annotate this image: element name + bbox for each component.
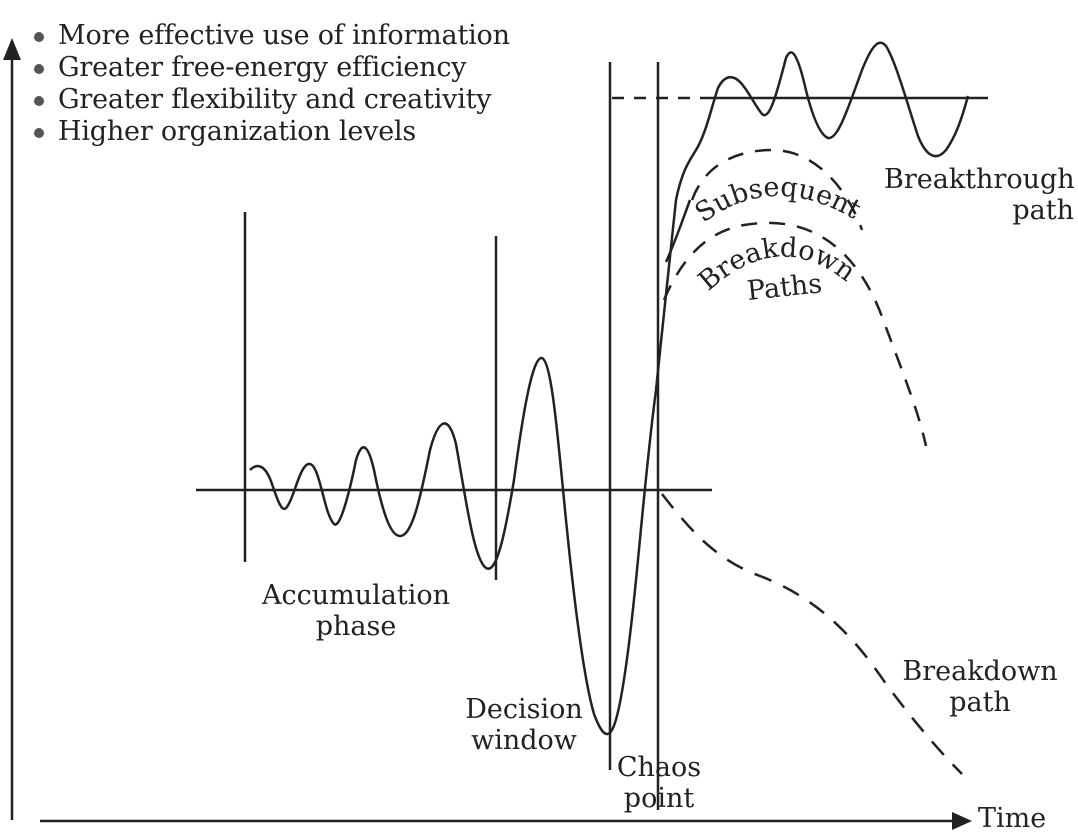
y-axis-arrowhead — [3, 38, 21, 60]
subsequent-breakdown-path-upper — [690, 148, 864, 231]
x-axis-arrowhead — [952, 812, 972, 830]
bullet-item: More effective use of information — [32, 20, 510, 52]
breakthrough-path-label: Breakthrough path — [884, 164, 1075, 226]
bullet-dot-icon — [34, 64, 44, 74]
outcome-bullet-list: More effective use of information Greate… — [32, 20, 510, 148]
breakdown-path-label: Breakdown path — [902, 656, 1058, 718]
bullet-dot-icon — [34, 32, 44, 42]
bullet-dot-icon — [34, 128, 44, 138]
chaos-point-label: Chaos point — [616, 752, 702, 814]
bullet-dot-icon — [34, 96, 44, 106]
system-oscillation-curve — [249, 41, 970, 736]
decision-window-label: Decision window — [465, 694, 583, 756]
subsequent-breakdown-path-lower — [662, 221, 928, 447]
accumulation-phase-label: Accumulation phase — [262, 580, 450, 642]
subsequent-breakdown-path-inner — [664, 199, 692, 263]
bullet-item: Greater free-energy efficiency — [32, 52, 510, 84]
breakdown-path — [661, 493, 963, 775]
paths-label: Paths — [745, 268, 823, 307]
bullet-item: Greater flexibility and creativity — [32, 84, 510, 116]
bullet-item: Higher organization levels — [32, 116, 510, 148]
time-axis-label: Time — [978, 803, 1047, 834]
subsequent-label: Subsequent — [690, 172, 866, 229]
